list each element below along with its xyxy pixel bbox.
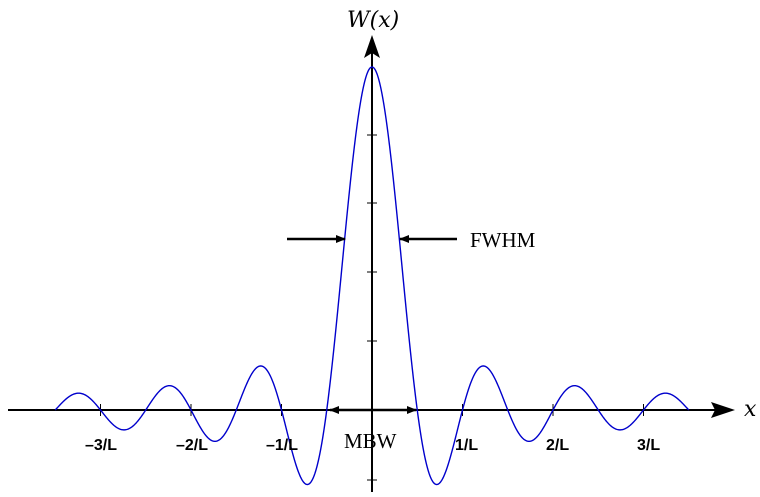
x-axis-arrowhead	[711, 402, 735, 418]
x-tick-label-pos3: 3/L	[637, 437, 660, 454]
y-axis-arrowhead	[364, 35, 380, 58]
x-tick-label-neg2: –2/L	[176, 437, 208, 454]
x-tick-label-neg3: –3/L	[85, 437, 117, 454]
mbw-label: MBW	[344, 429, 397, 453]
x-tick-label-neg1: –1/L	[266, 437, 298, 454]
y-axis-label: W(x)	[347, 8, 399, 33]
x-axis-label: x	[744, 397, 757, 422]
x-tick-label-pos2: 2/L	[546, 437, 569, 454]
x-tick-label-pos1: 1/L	[455, 437, 478, 454]
sinc-curve	[54, 66, 690, 486]
fwhm-label: FWHM	[470, 228, 536, 252]
y-axis-ticks	[367, 134, 377, 481]
